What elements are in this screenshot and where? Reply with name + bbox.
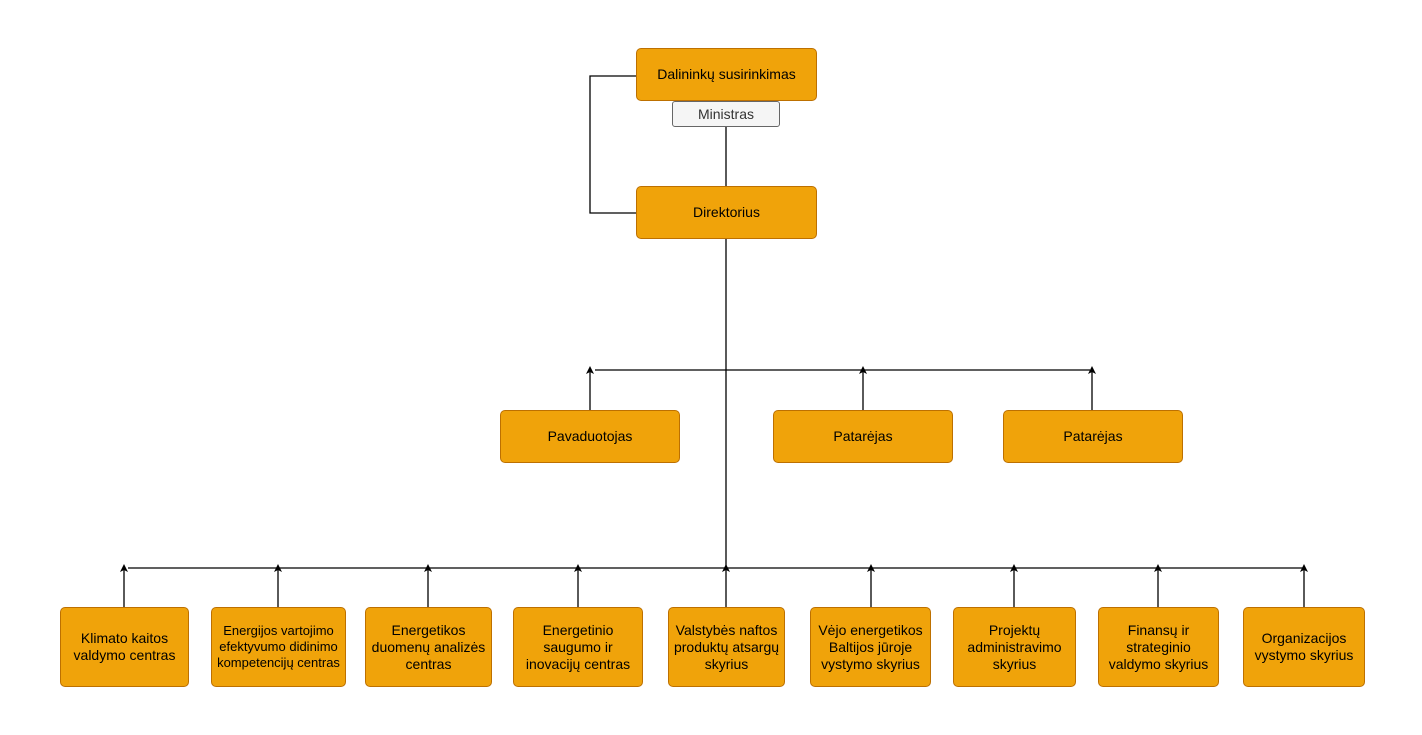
advisor-node-1: Patarėjas [773,410,953,463]
department-node-4: Energetinio saugumo ir inovacijų centras [513,607,643,687]
department-node-9: Organizacijos vystymo skyrius [1243,607,1365,687]
shareholders-node: Dalininkų susirinkimas [636,48,817,101]
department-node-8: Finansų ir strateginio valdymo skyrius [1098,607,1219,687]
department-node-5: Valstybės naftos produktų atsargų skyriu… [668,607,785,687]
minister-label: Ministras [672,101,780,127]
department-node-1: Klimato kaitos valdymo centras [60,607,189,687]
advisor-node-2: Patarėjas [1003,410,1183,463]
director-node: Direktorius [636,186,817,239]
shareholders-director-bracket [589,75,636,214]
department-node-7: Projektų administravimo skyrius [953,607,1076,687]
department-node-6: Vėjo energetikos Baltijos jūroje vystymo… [810,607,931,687]
department-node-3: Energetikos duomenų analizės centras [365,607,492,687]
department-node-2: Energijos vartojimo efektyvumo didinimo … [211,607,346,687]
deputy-node: Pavaduotojas [500,410,680,463]
